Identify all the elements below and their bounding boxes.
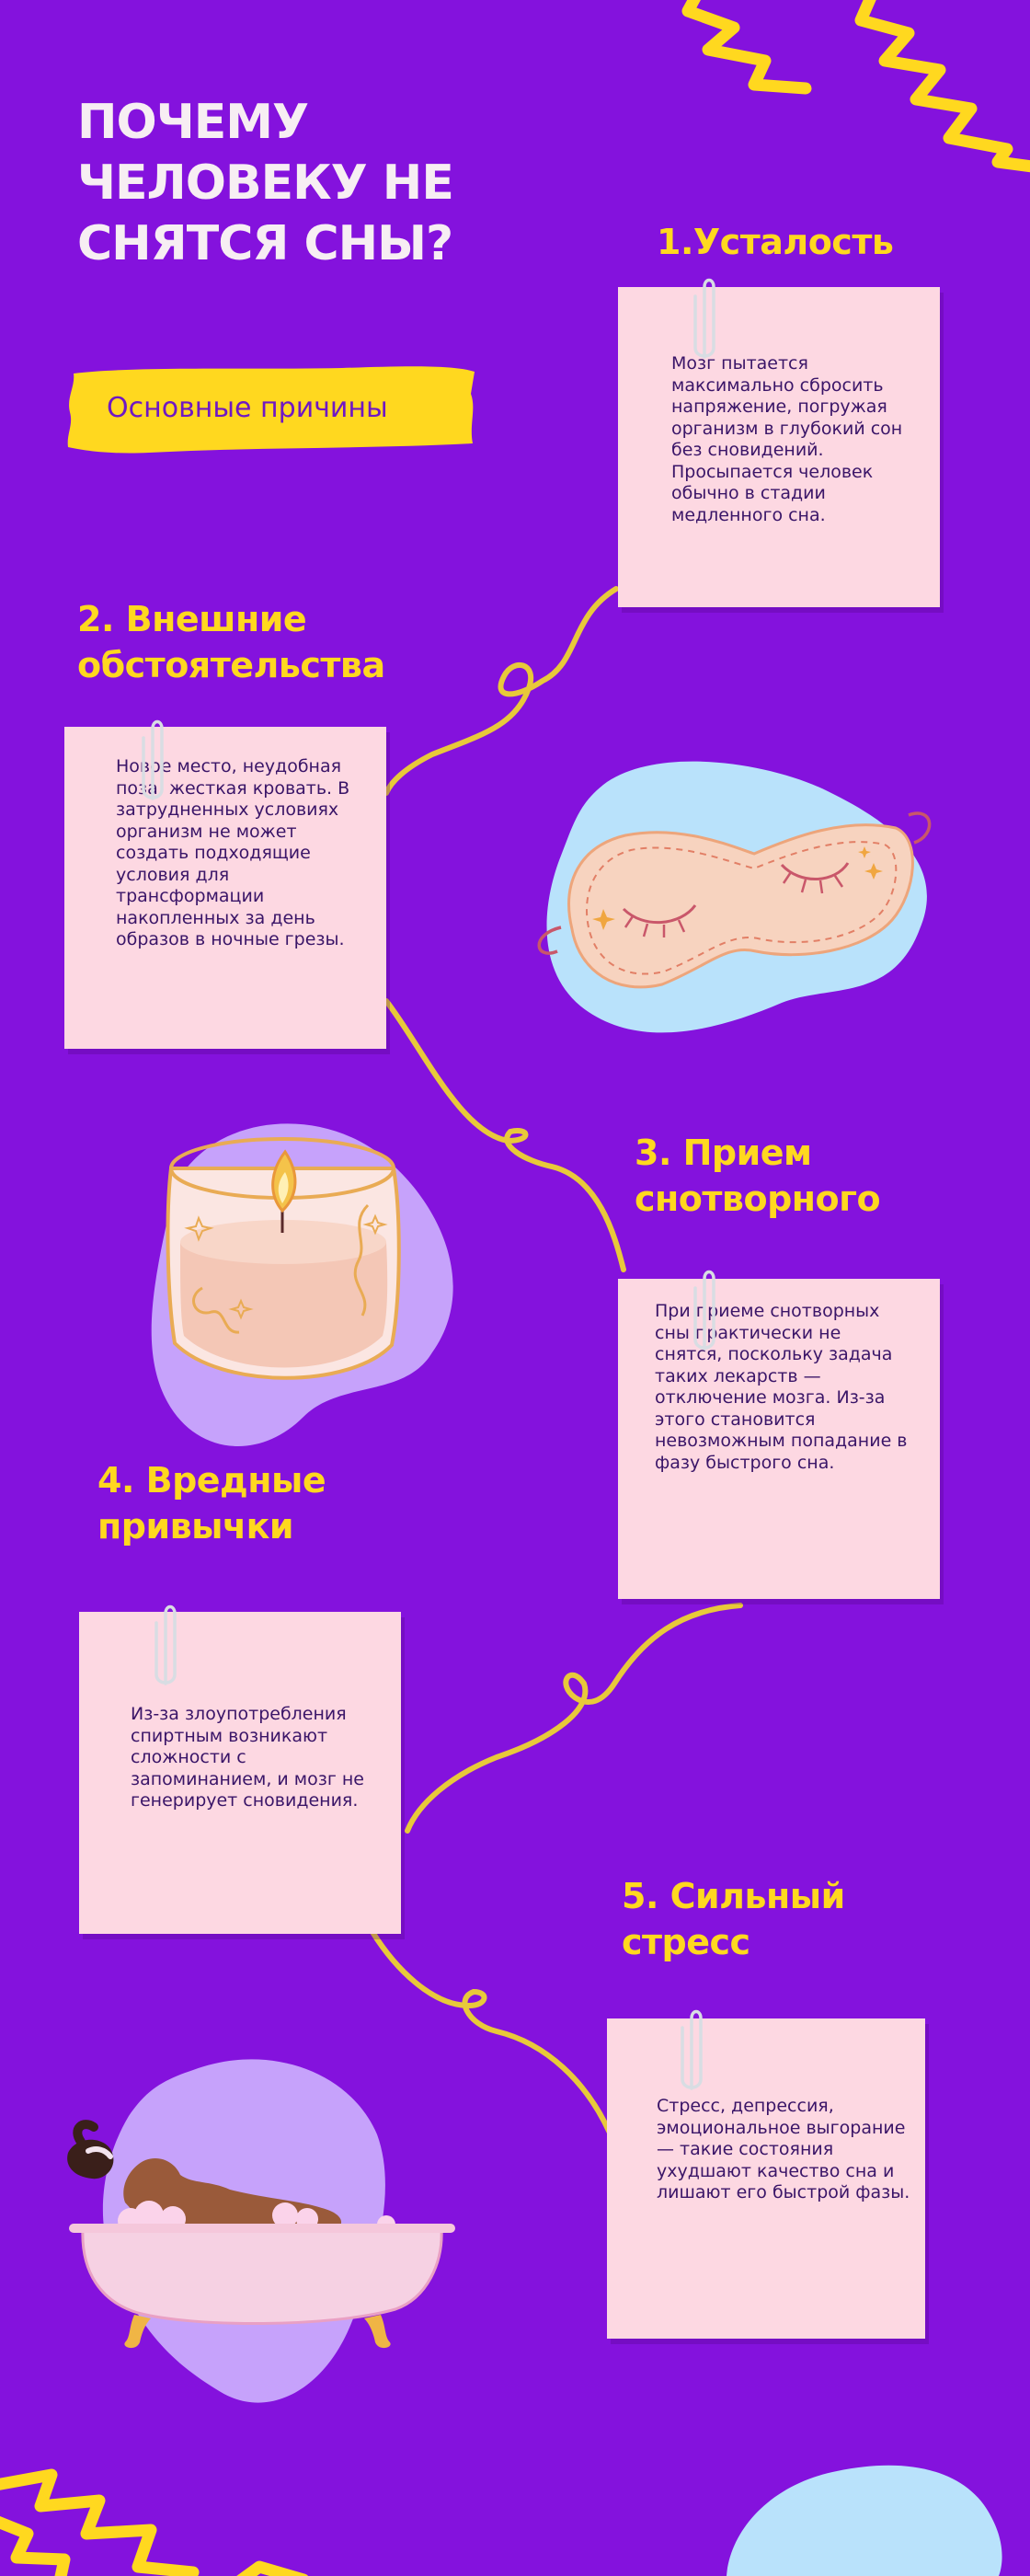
paper-clip-icon [693, 278, 715, 359]
reason-5-heading: 5. Сильный стресс [622, 1873, 845, 1965]
paper-clip-icon [154, 1604, 177, 1685]
reason-5-note: Стресс, депрессия, эмоциональное выгоран… [607, 2018, 925, 2339]
reason-4-text: Из-за злоупотребления спиртным возникают… [131, 1704, 364, 1811]
page-title: ПОЧЕМУ ЧЕЛОВЕКУ НЕ СНЯТСЯ СНЫ? [77, 92, 592, 274]
reason-2-text: Новое место, неудобная поза, жесткая кро… [116, 756, 350, 949]
reason-2-heading-line-1: 2. Внешние [77, 599, 307, 639]
zigzag-decoration-top [681, 0, 1030, 173]
reason-4-note: Из-за злоупотребления спиртным возникают… [79, 1612, 401, 1934]
blob-decoration-bottom [727, 2465, 1002, 2576]
title-line-3: СНЯТСЯ СНЫ? [77, 216, 453, 271]
paper-clip-icon [142, 719, 164, 800]
bathtub-icon [67, 2059, 455, 2403]
reason-5-heading-line-1: 5. Сильный [622, 1876, 845, 1916]
reason-1-note: Мозг пытается максимально сбросить напря… [618, 287, 940, 607]
reason-1-text: Мозг пытается максимально сбросить напря… [671, 353, 903, 525]
reason-1-heading: 1.Усталость [657, 219, 894, 265]
reason-3-heading-line-2: снотворного [635, 1179, 881, 1219]
title-line-1: ПОЧЕМУ [77, 95, 309, 150]
reason-3-text: При приеме снотворных сны практически не… [655, 1301, 908, 1473]
reason-3-heading-line-1: 3. Прием [635, 1133, 812, 1173]
candle-icon [151, 1123, 453, 1447]
reason-4-heading-line-2: привычки [97, 1506, 294, 1547]
reason-2-heading: 2. Внешние обстоятельства [77, 596, 385, 688]
reason-4-heading-line-1: 4. Вредные [97, 1460, 326, 1501]
reason-5-heading-line-2: стресс [622, 1922, 750, 1962]
reason-2-heading-line-2: обстоятельства [77, 645, 385, 685]
reason-3-note: При приеме снотворных сны практически не… [618, 1279, 940, 1599]
reason-2-note: Новое место, неудобная поза, жесткая кро… [64, 727, 386, 1049]
subtitle-label: Основные причины [107, 392, 388, 424]
zigzag-decoration-bottom [0, 2468, 309, 2576]
paper-clip-icon [693, 1270, 715, 1351]
reason-1-heading-line-1: 1.Усталость [657, 222, 894, 262]
reason-4-heading: 4. Вредные привычки [97, 1457, 326, 1549]
reason-3-heading: 3. Прием снотворного [635, 1130, 881, 1222]
subtitle-badge: Основные причины [66, 361, 478, 456]
sleep-mask-icon [537, 761, 932, 1033]
title-line-2: ЧЕЛОВЕКУ НЕ [77, 155, 454, 211]
reason-5-text: Стресс, депрессия, эмоциональное выгоран… [657, 2096, 910, 2202]
paper-clip-icon [681, 2009, 703, 2090]
